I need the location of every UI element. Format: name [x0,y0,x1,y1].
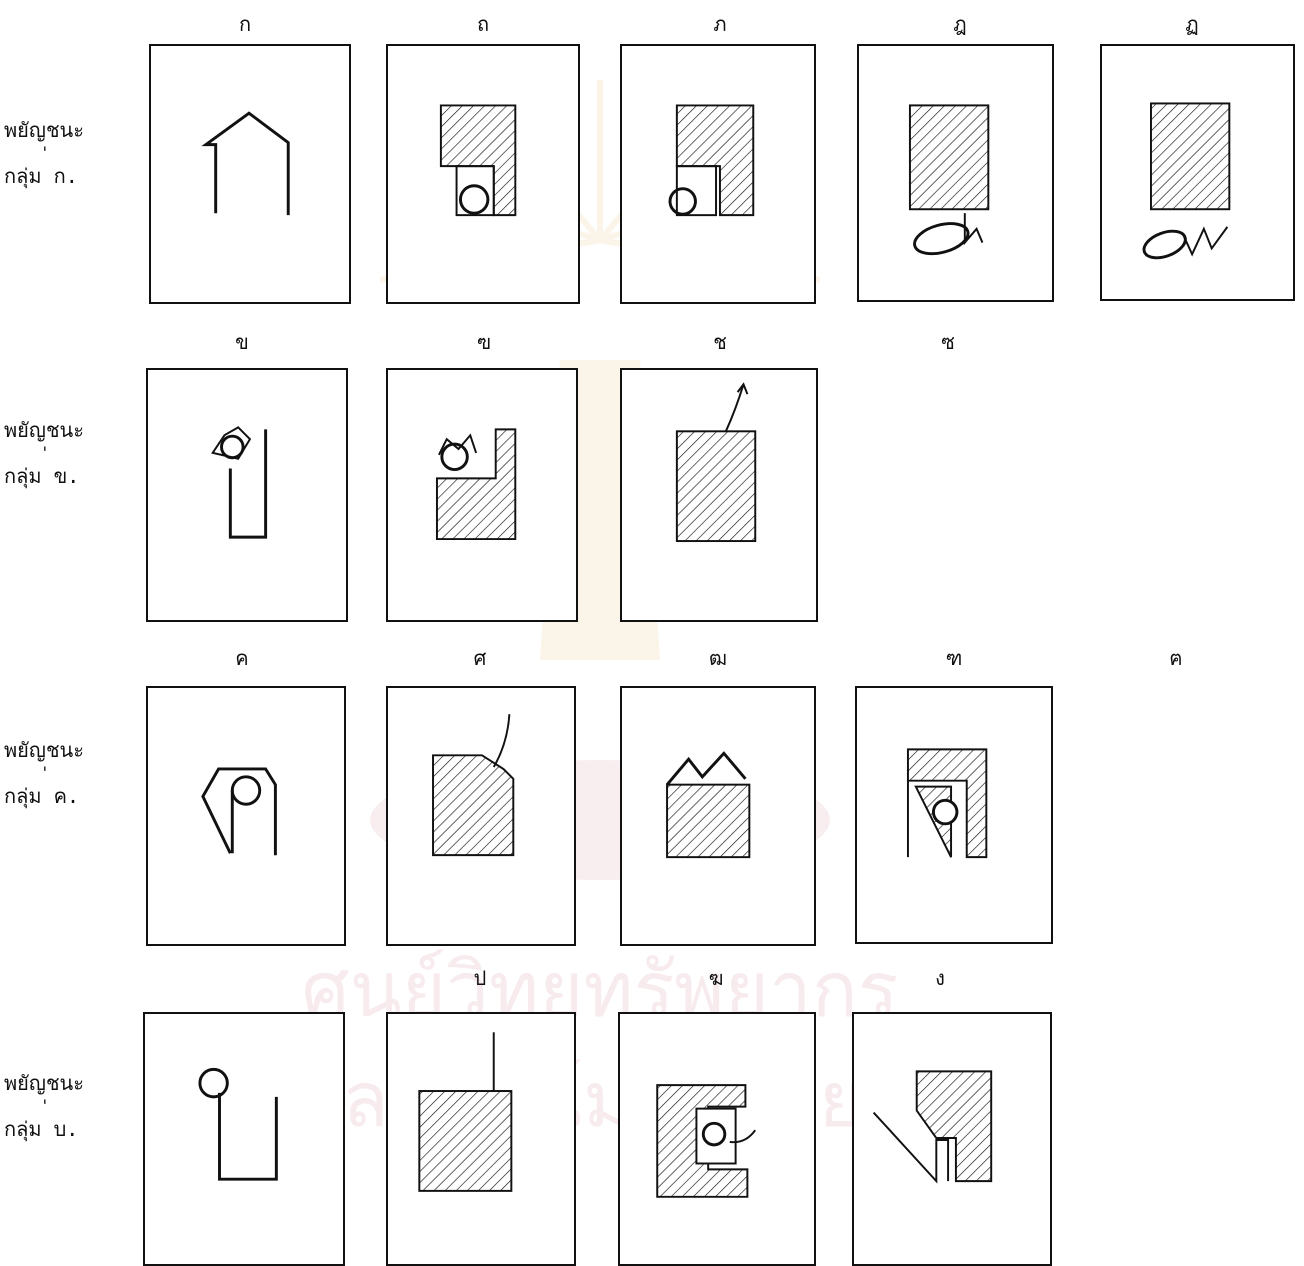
glyph-diagram [388,370,576,620]
glyph-card [386,686,576,946]
group-tick: ' [4,445,134,461]
glyph-card [386,44,580,304]
group-name: กลุ่ม ค. [4,784,79,808]
glyph-card [618,1012,816,1266]
letter-label: ค [222,642,262,674]
letter-label: ฏ [1172,8,1212,40]
group-tick: ' [4,765,134,781]
glyph-card [146,686,346,946]
glyph-diagram [388,688,574,944]
group-name: กลุ่ม ข. [4,464,79,488]
glyph-diagram [622,46,814,302]
group-tick: ' [4,145,134,161]
glyph-card [620,44,816,304]
glyph-card [386,368,578,622]
glyph-diagram [148,370,346,620]
group-title: พยัญชนะ [4,118,84,142]
group-title: พยัญชนะ [4,738,84,762]
letter-label: ป [460,962,500,994]
letter-label: ฑ [934,642,974,674]
glyph-diagram [151,46,349,302]
glyph-card [852,1012,1052,1266]
group-label-kho-khwai: พยัญชนะ ' กลุ่ม ค. [4,735,134,811]
letter-label: ฎ [940,8,980,40]
glyph-card [143,1012,345,1266]
glyph-diagram [388,46,578,302]
glyph-diagram [1102,46,1293,299]
letter-label: ง [920,962,960,994]
glyph-diagram [388,1014,574,1264]
glyph-card [146,368,348,622]
glyph-card [386,1012,576,1266]
glyph-diagram [622,688,814,944]
letter-label: ฆ [696,962,736,994]
glyph-diagram [620,1014,814,1264]
glyph-card [620,686,816,946]
group-name: กลุ่ม ก. [4,164,78,188]
group-label-bo: พยัญชนะ ' กลุ่ม บ. [4,1068,134,1144]
letter-label: ศ [460,642,500,674]
letter-label: ช [700,326,740,358]
glyph-diagram [859,46,1052,300]
group-title: พยัญชนะ [4,1071,84,1095]
letter-label: ถ [463,8,503,40]
letter-label: ซ [928,326,968,358]
glyph-card [620,368,818,622]
group-label-ko: พยัญชนะ ' กลุ่ม ก. [4,115,134,191]
group-name: กลุ่ม บ. [4,1117,78,1141]
glyph-diagram [145,1014,343,1264]
glyph-card [857,44,1054,302]
glyph-diagram [148,688,344,944]
glyph-diagram [857,688,1051,942]
letter-label: ฒ [698,642,738,674]
glyph-diagram [854,1014,1050,1264]
group-title: พยัญชนะ [4,418,84,442]
letter-label: ข [222,326,262,358]
letter-label: ก [225,8,265,40]
glyph-card [855,686,1053,944]
letter-label: ฃ [464,326,504,358]
glyph-diagram [622,370,816,620]
letter-label: ภ [700,8,740,40]
glyph-card [1100,44,1295,301]
letter-label: ฅ [1156,642,1196,674]
group-tick: ' [4,1098,134,1114]
glyph-card [149,44,351,304]
group-label-kho: พยัญชนะ ' กลุ่ม ข. [4,415,134,491]
